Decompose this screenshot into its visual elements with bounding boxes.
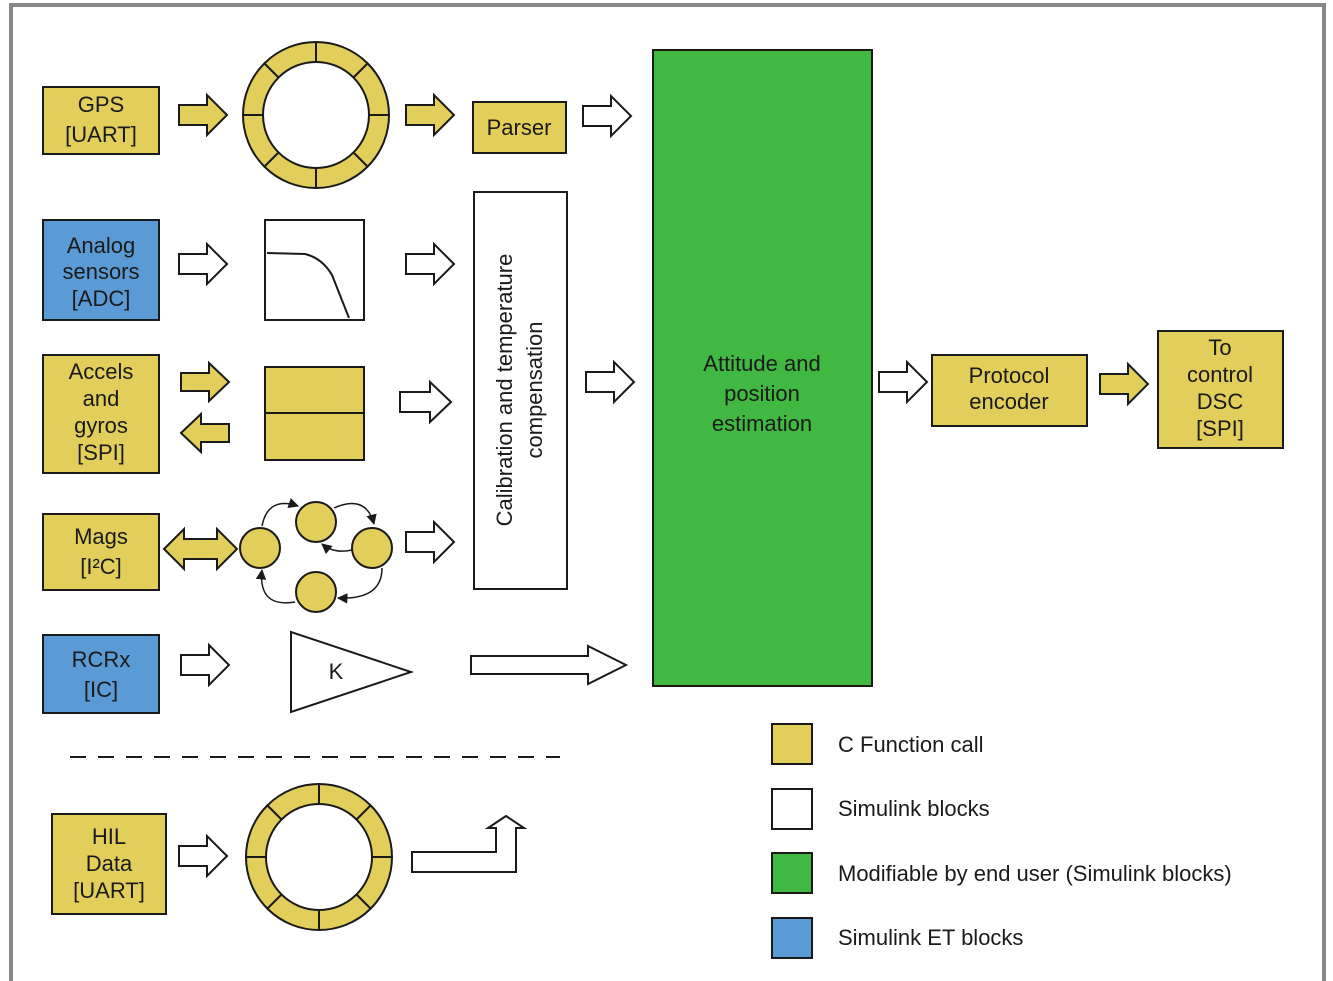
hil-label-line3: [UART]	[73, 878, 145, 903]
dsc-label-line1: To	[1208, 335, 1231, 360]
arrow-rcrx-to-gain	[180, 642, 231, 688]
analog-sensors-adc-block: Analog sensors [ADC]	[42, 219, 160, 321]
parser-label: Parser	[487, 115, 552, 140]
legend-swatch	[771, 723, 813, 765]
attitude-label-line3: estimation	[712, 411, 812, 436]
analog-label-line1: Analog	[67, 233, 136, 258]
calibration-compensation-block: Calibration and temperature compensation	[473, 191, 568, 590]
dsc-label-line3: DSC	[1197, 389, 1244, 414]
legend-swatch	[771, 917, 813, 959]
mags-label-line2: [I²C]	[80, 554, 122, 579]
legend-label: C Function call	[838, 732, 984, 757]
gain-block: K	[290, 630, 415, 714]
hil-label-line2: Data	[86, 851, 133, 876]
dsc-label-line4: [SPI]	[1196, 416, 1244, 441]
mags-i2c-block: Mags [I²C]	[42, 513, 160, 591]
gps-uart-block: GPS [UART]	[42, 86, 160, 155]
calibration-label-line1: Calibration and temperature	[492, 254, 517, 527]
spi-register-block	[264, 366, 365, 461]
legend-item-simulink: Simulink blocks	[771, 788, 990, 830]
attitude-label-line1: Attitude and	[703, 351, 820, 376]
legend-swatch	[771, 852, 813, 894]
parser-block: Parser	[472, 101, 567, 154]
hil-label-line1: HIL	[92, 824, 126, 849]
rcrx-label-line2: [IC]	[84, 677, 118, 702]
arrow-gain-to-attitude	[470, 644, 629, 686]
arrow-hil-buffer-bent	[411, 814, 528, 873]
mags-state-machine	[239, 498, 393, 613]
arrow-protocol-to-dsc	[1099, 361, 1150, 407]
legend-item-modifiable: Modifiable by end user (Simulink blocks)	[771, 852, 1232, 894]
analog-label-line3: [ADC]	[72, 286, 131, 311]
arrow-accels-to-register	[180, 360, 231, 404]
arrow-mags-bidirectional	[162, 526, 239, 572]
arrow-buffer-to-parser	[405, 92, 456, 138]
arrow-register-to-calibration	[399, 379, 453, 425]
analog-label-line2: sensors	[62, 259, 139, 284]
rcrx-label-line1: RCRx	[72, 647, 131, 672]
legend-label: Simulink blocks	[838, 796, 990, 821]
arrow-calibration-to-attitude	[585, 359, 636, 405]
calibration-label-line2: compensation	[522, 322, 547, 459]
protocol-label-line1: Protocol	[969, 363, 1050, 388]
gps-label-line2: [UART]	[65, 122, 137, 147]
legend: C Function call Simulink blocks Modifiab…	[771, 723, 1232, 959]
legend-swatch	[771, 788, 813, 830]
attitude-label-line2: position	[724, 381, 800, 406]
arrow-attitude-to-protocol	[878, 359, 929, 405]
rcrx-ic-block: RCRx [IC]	[42, 634, 160, 714]
gps-ring-buffer	[242, 41, 390, 189]
mags-label-line1: Mags	[74, 524, 128, 549]
protocol-encoder-block: Protocol encoder	[931, 354, 1088, 427]
legend-item-simulink-et: Simulink ET blocks	[771, 917, 1023, 959]
hil-data-uart-block: HIL Data [UART]	[51, 813, 167, 915]
arrow-register-to-accels	[179, 411, 230, 455]
arrow-analog-to-filter	[178, 241, 229, 287]
arrow-filter-to-calibration	[405, 241, 456, 287]
legend-label: Simulink ET blocks	[838, 925, 1023, 950]
gain-label: K	[329, 659, 344, 684]
to-control-dsc-block: To control DSC [SPI]	[1157, 330, 1284, 449]
accels-gyros-spi-block: Accels and gyros [SPI]	[42, 354, 160, 474]
accels-label-line4: [SPI]	[77, 440, 125, 465]
arrow-gps-to-buffer	[178, 92, 229, 138]
legend-label: Modifiable by end user (Simulink blocks)	[838, 861, 1232, 886]
attitude-position-estimation-block: Attitude and position estimation	[652, 49, 873, 687]
protocol-label-line2: encoder	[969, 389, 1049, 414]
arrow-state-machine-to-calibration	[405, 519, 456, 565]
arrow-hil-to-buffer	[178, 833, 229, 879]
accels-label-line2: and	[83, 386, 120, 411]
legend-item-c-function: C Function call	[771, 723, 984, 765]
gps-label-line1: GPS	[78, 92, 124, 117]
arrow-parser-to-attitude	[582, 93, 633, 139]
accels-label-line3: gyros	[74, 413, 128, 438]
accels-label-line1: Accels	[69, 359, 134, 384]
lowpass-filter-block	[264, 219, 365, 321]
dsc-label-line2: control	[1187, 362, 1253, 387]
hil-ring-buffer	[245, 783, 393, 931]
